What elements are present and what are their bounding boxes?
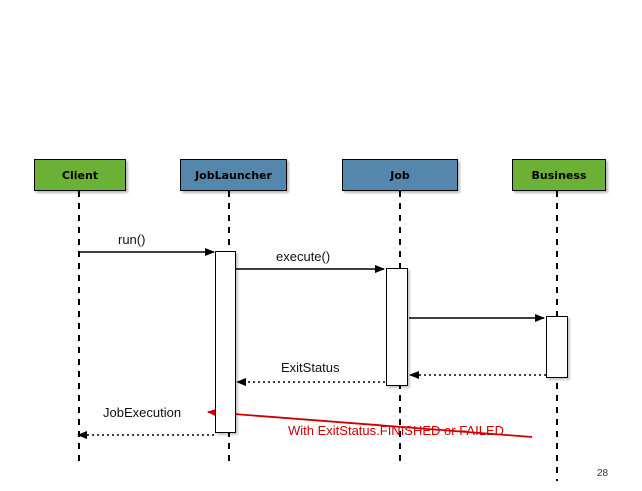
page-number: 28	[597, 468, 609, 479]
message-label-exitstatus: ExitStatus	[281, 360, 340, 375]
participant-label-job: Job	[390, 168, 410, 182]
message-label-run: run()	[118, 232, 146, 247]
act-joblauncher[interactable]	[215, 251, 236, 433]
messages-group	[77, 248, 546, 439]
participant-box-job[interactable]: Job	[342, 159, 458, 191]
annotation-text: With ExitStatus.FINISHED or FAILED	[288, 423, 504, 438]
participant-box-business[interactable]: Business	[512, 159, 606, 191]
message-label-jobexecution: JobExecution	[103, 405, 182, 420]
act-job[interactable]	[386, 268, 408, 386]
annotation-arrow	[207, 408, 533, 438]
participant-label-joblauncher: JobLauncher	[195, 168, 272, 182]
participant-label-business: Business	[531, 168, 587, 182]
participant-box-client[interactable]: Client	[34, 159, 126, 191]
message-label-execute: execute()	[276, 249, 331, 264]
annotation-arrow-line	[207, 408, 533, 438]
participant-label-client: Client	[61, 168, 99, 182]
act-business[interactable]	[546, 316, 568, 378]
participant-box-joblauncher[interactable]: JobLauncher	[180, 159, 287, 191]
